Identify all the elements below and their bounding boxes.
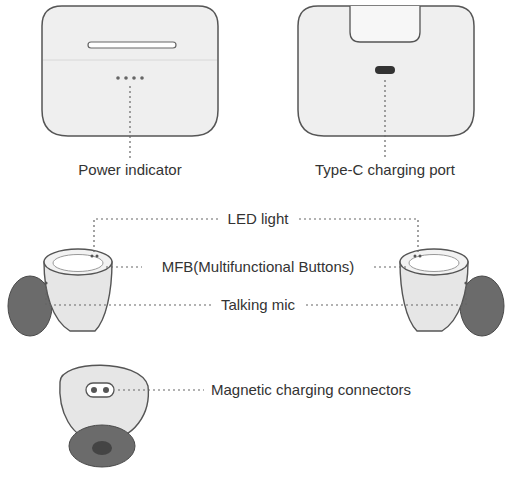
part-label: Talking mic <box>218 296 298 314</box>
charging-contacts <box>86 383 114 397</box>
led-dot <box>414 255 417 258</box>
lid-slot <box>88 42 176 48</box>
leader-line <box>106 266 142 267</box>
leader-lines <box>46 80 466 390</box>
leader-line <box>384 80 385 158</box>
mfb-button <box>53 255 103 272</box>
mic-hole <box>44 281 47 284</box>
case-notch <box>350 6 420 42</box>
leader-line <box>129 86 130 158</box>
case-seam <box>43 60 217 61</box>
indicator-dot <box>132 76 136 80</box>
case-body <box>298 6 474 136</box>
earbud-top <box>44 249 112 275</box>
mfb-button <box>409 255 459 272</box>
indicator-dot <box>116 76 120 80</box>
earbud-left <box>8 249 112 336</box>
contact-pin <box>103 387 109 393</box>
part-label: Type-C charging port <box>312 161 458 179</box>
led-dot <box>419 255 422 258</box>
part-label: Power indicator <box>75 161 184 179</box>
case-back <box>298 6 474 136</box>
contact-pin <box>91 387 97 393</box>
mic-hole <box>464 281 467 284</box>
usb-c-port <box>375 66 395 74</box>
leader-line <box>304 288 466 305</box>
earbud-top <box>400 249 468 275</box>
ear-tip-hole <box>92 441 112 455</box>
leader-line <box>118 389 204 390</box>
ear-tip <box>69 425 135 467</box>
part-label: LED light <box>225 210 292 228</box>
part-label: Magnetic charging connectors <box>208 381 414 399</box>
indicator-dot <box>140 76 144 80</box>
leader-line <box>298 219 418 252</box>
leader-line <box>94 219 218 252</box>
indicator-dot <box>124 76 128 80</box>
led-dot <box>91 255 94 258</box>
earbud-right <box>400 249 504 336</box>
part-label: MFB(Multifunctional Buttons) <box>159 258 358 276</box>
earbud-inner <box>60 365 149 467</box>
leader-line <box>46 288 212 305</box>
leader-line <box>372 266 406 267</box>
led-dot <box>96 255 99 258</box>
